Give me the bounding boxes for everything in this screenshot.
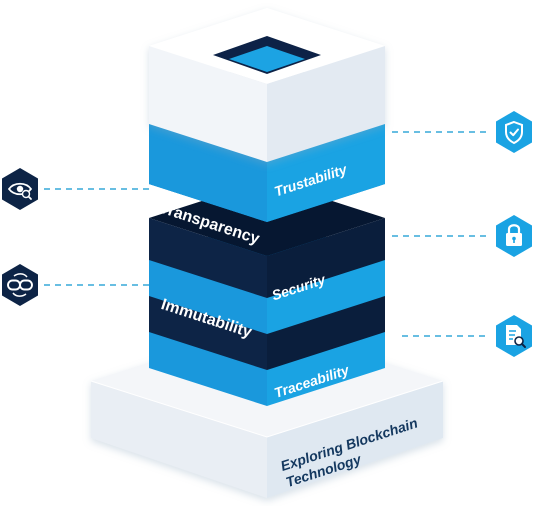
padlock-icon [496,215,532,257]
connectors [44,131,490,337]
top-frame [149,8,385,162]
document-search-icon [496,315,532,357]
shield-check-icon [496,111,532,153]
layer-trustability [149,112,385,222]
eye-icon [2,168,38,210]
chain-link-icon [2,264,38,306]
